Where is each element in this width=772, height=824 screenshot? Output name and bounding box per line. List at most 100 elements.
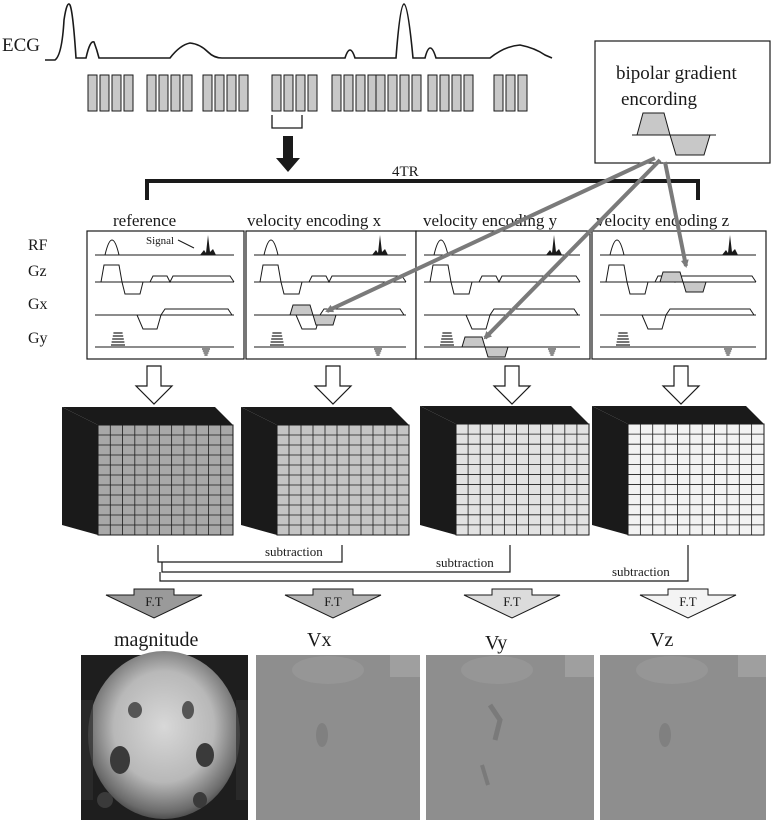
pulse-bar [170, 74, 181, 112]
cube-top [420, 406, 589, 424]
pulse-bar [343, 74, 354, 112]
row-label-gx: Gx [28, 296, 48, 313]
bipolar-title-line2: encording [621, 89, 697, 110]
ft-arrow-1: F.T [284, 588, 382, 619]
pulse-bar [182, 74, 193, 112]
output-label-vz: Vz [650, 629, 673, 651]
panel-title-x: velocity encoding x [247, 211, 382, 230]
gy-rewinder [374, 348, 382, 356]
ft-arrow-shape [463, 588, 561, 619]
ft-arrow-0: F.T [105, 588, 203, 619]
4tr-bracket [145, 179, 700, 200]
pulse-bar [295, 74, 306, 112]
gy-phase-table [616, 332, 630, 346]
output-label-vy: Vy [485, 632, 507, 654]
bipolar-title-line1: bipolar gradient [616, 63, 738, 84]
vz-phase-image [600, 655, 766, 820]
cube-top [241, 407, 409, 425]
panel-title-y: velocity encoding y [423, 211, 558, 230]
pulse-bar [271, 74, 282, 112]
hollow-down-arrow [134, 365, 174, 405]
pulse-bar [411, 74, 422, 112]
cube-side [420, 406, 456, 535]
panel-title-z: velocity encoding z [596, 211, 730, 230]
magnitude-image [81, 651, 248, 820]
sequence-panel-1 [245, 230, 417, 360]
encoding-arrow-y [483, 158, 662, 340]
cube-front [627, 423, 765, 536]
pulse-bar [451, 74, 462, 112]
pulse-bar [399, 74, 410, 112]
kspace-cube-3 [592, 406, 765, 536]
down-arrow-solid [276, 136, 300, 172]
ft-arrow-shape [639, 588, 737, 619]
signal-echo [722, 235, 738, 255]
pulse-train [87, 74, 528, 112]
cube-top [62, 407, 233, 425]
sequence-panel-3 [591, 230, 767, 360]
bipolar-waveform [632, 112, 716, 156]
row-label-gz: Gz [28, 263, 47, 280]
panel-title-reference: reference [113, 211, 176, 230]
encode-lobe-neg [312, 314, 337, 326]
kspace-cube-0 [62, 407, 234, 536]
vx-phase-image [256, 655, 420, 820]
pulse-bar [123, 74, 134, 112]
pulse-bar [111, 74, 122, 112]
4tr-label: 4TR [392, 164, 419, 180]
encoding-arrows [325, 156, 689, 340]
cube-front [455, 423, 590, 536]
cube-front [97, 424, 234, 536]
rf-pulse [609, 239, 625, 256]
signal-echo [372, 235, 388, 255]
panel-frame [245, 230, 417, 360]
encoding-arrow-z [663, 161, 689, 268]
subtraction-lines [157, 545, 689, 582]
pulse-bar [493, 74, 504, 112]
pulse-bar [158, 74, 169, 112]
pulse-bar [387, 74, 398, 112]
selection-bracket [271, 115, 303, 129]
pulse-bar [99, 74, 110, 112]
gy-phase-table [270, 332, 284, 346]
encode-lobe-pos [289, 304, 314, 316]
ft-label: F.T [503, 594, 520, 609]
pulse-bar [214, 74, 225, 112]
pulse-bar [463, 74, 474, 112]
gx-waveform [641, 308, 755, 330]
hollow-down-arrow [492, 365, 532, 405]
pulse-bar [146, 74, 157, 112]
subtraction-label-z: subtraction [612, 564, 670, 579]
hollow-down-arrow [313, 365, 353, 405]
ft-arrow-shape [284, 588, 382, 619]
ft-label: F.T [324, 594, 341, 609]
pulse-bar [355, 74, 366, 112]
gy-phase-table [111, 332, 125, 346]
subtraction-label-x: subtraction [265, 544, 323, 559]
sequence-panel-2 [415, 230, 591, 360]
ft-label: F.T [679, 594, 696, 609]
pulse-bar [226, 74, 237, 112]
kspace-cube-1 [241, 407, 410, 536]
ecg-trace [45, 3, 553, 61]
cube-front [276, 424, 410, 536]
ft-arrow-shape [105, 588, 203, 619]
signal-label: Signal [146, 235, 174, 247]
panel-frame [86, 230, 245, 360]
kspace-cube-2 [420, 406, 590, 536]
ft-arrows: F.T F.T F.T F.T [105, 588, 737, 619]
signal-echo [200, 235, 216, 255]
gx-waveform [136, 308, 233, 330]
gy-rewinder [548, 348, 556, 356]
encode-lobe-neg [484, 346, 509, 358]
vy-phase-image [426, 655, 594, 820]
pulse-bar [87, 74, 98, 112]
sequence-panels [86, 230, 767, 360]
pulse-bar [331, 74, 342, 112]
pulse-bar [238, 74, 249, 112]
output-label-vx: Vx [307, 629, 331, 651]
hollow-down-arrow [661, 365, 701, 405]
encoding-arrow-x [325, 156, 656, 313]
sequence-panel-0 [86, 230, 245, 360]
pulse-bar [517, 74, 528, 112]
